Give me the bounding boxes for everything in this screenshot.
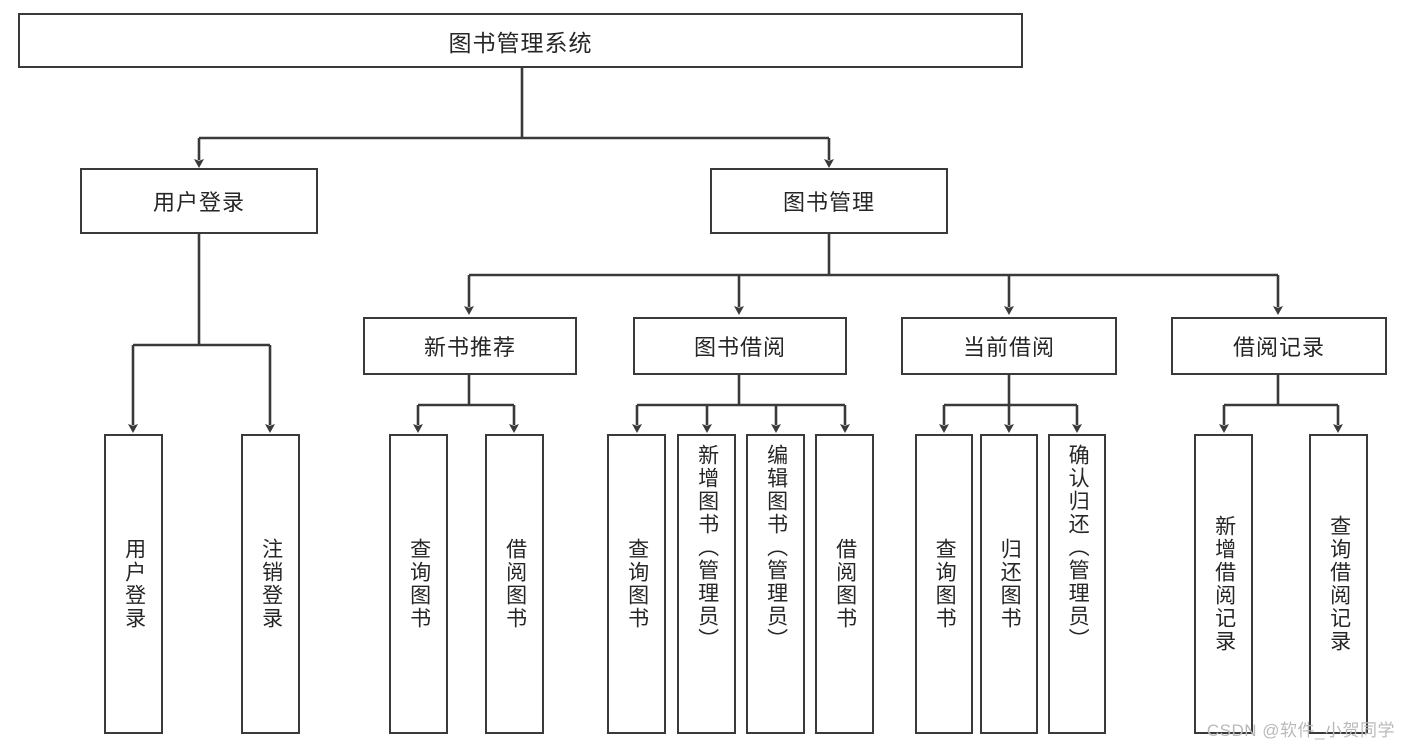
- node-label: 查询图书: [933, 538, 957, 630]
- leaf-record-query[interactable]: 查询借阅记录: [1309, 434, 1368, 734]
- leaf-user-login-signin[interactable]: 用户登录: [104, 434, 163, 734]
- node-label: 归还图书: [998, 538, 1022, 630]
- node-label: 确认归还（管理员）: [1066, 444, 1090, 651]
- node-label: 新书推荐: [423, 335, 516, 360]
- leaf-borrow-query-book[interactable]: 查询图书: [607, 434, 666, 734]
- node-label: 编辑图书（管理员）: [764, 444, 788, 651]
- leaf-borrow-edit-book-admin[interactable]: 编辑图书（管理员）: [746, 434, 805, 734]
- node-book-management[interactable]: 图书管理: [710, 168, 948, 234]
- node-root-system[interactable]: 图书管理系统: [18, 13, 1023, 68]
- node-book-borrow[interactable]: 图书借阅: [633, 317, 847, 375]
- leaf-borrow-add-book-admin[interactable]: 新增图书（管理员）: [677, 434, 736, 734]
- node-label: 借阅记录: [1232, 335, 1325, 360]
- node-label: 借阅图书: [503, 538, 527, 630]
- node-label: 新增借阅记录: [1212, 515, 1236, 653]
- leaf-current-confirm-return-admin[interactable]: 确认归还（管理员）: [1048, 434, 1106, 734]
- node-label: 查询图书: [625, 538, 649, 630]
- node-label: 注销登录: [259, 538, 283, 630]
- leaf-borrow-borrow-book[interactable]: 借阅图书: [815, 434, 874, 734]
- node-label: 用户登录: [152, 190, 245, 215]
- node-new-book-recommend[interactable]: 新书推荐: [363, 317, 577, 375]
- node-user-login[interactable]: 用户登录: [80, 168, 318, 234]
- leaf-current-return-book[interactable]: 归还图书: [980, 434, 1038, 734]
- node-label: 用户登录: [122, 538, 146, 630]
- node-label: 图书管理系统: [448, 29, 593, 56]
- leaf-user-login-signout[interactable]: 注销登录: [241, 434, 300, 734]
- node-label: 新增图书（管理员）: [695, 444, 719, 651]
- node-label: 图书管理: [782, 190, 875, 215]
- node-borrow-record[interactable]: 借阅记录: [1171, 317, 1387, 375]
- leaf-new-book-borrow[interactable]: 借阅图书: [485, 434, 544, 734]
- node-label: 借阅图书: [833, 538, 857, 630]
- node-label: 当前借阅: [962, 335, 1055, 360]
- node-label: 查询图书: [407, 538, 431, 630]
- node-label: 图书借阅: [693, 335, 786, 360]
- leaf-current-query-book[interactable]: 查询图书: [915, 434, 973, 734]
- node-label: 查询借阅记录: [1327, 515, 1351, 653]
- leaf-new-book-query[interactable]: 查询图书: [389, 434, 448, 734]
- node-current-borrow[interactable]: 当前借阅: [901, 317, 1117, 375]
- leaf-record-add[interactable]: 新增借阅记录: [1194, 434, 1253, 734]
- csdn-watermark: CSDN @软件_小贺同学: [1206, 721, 1395, 740]
